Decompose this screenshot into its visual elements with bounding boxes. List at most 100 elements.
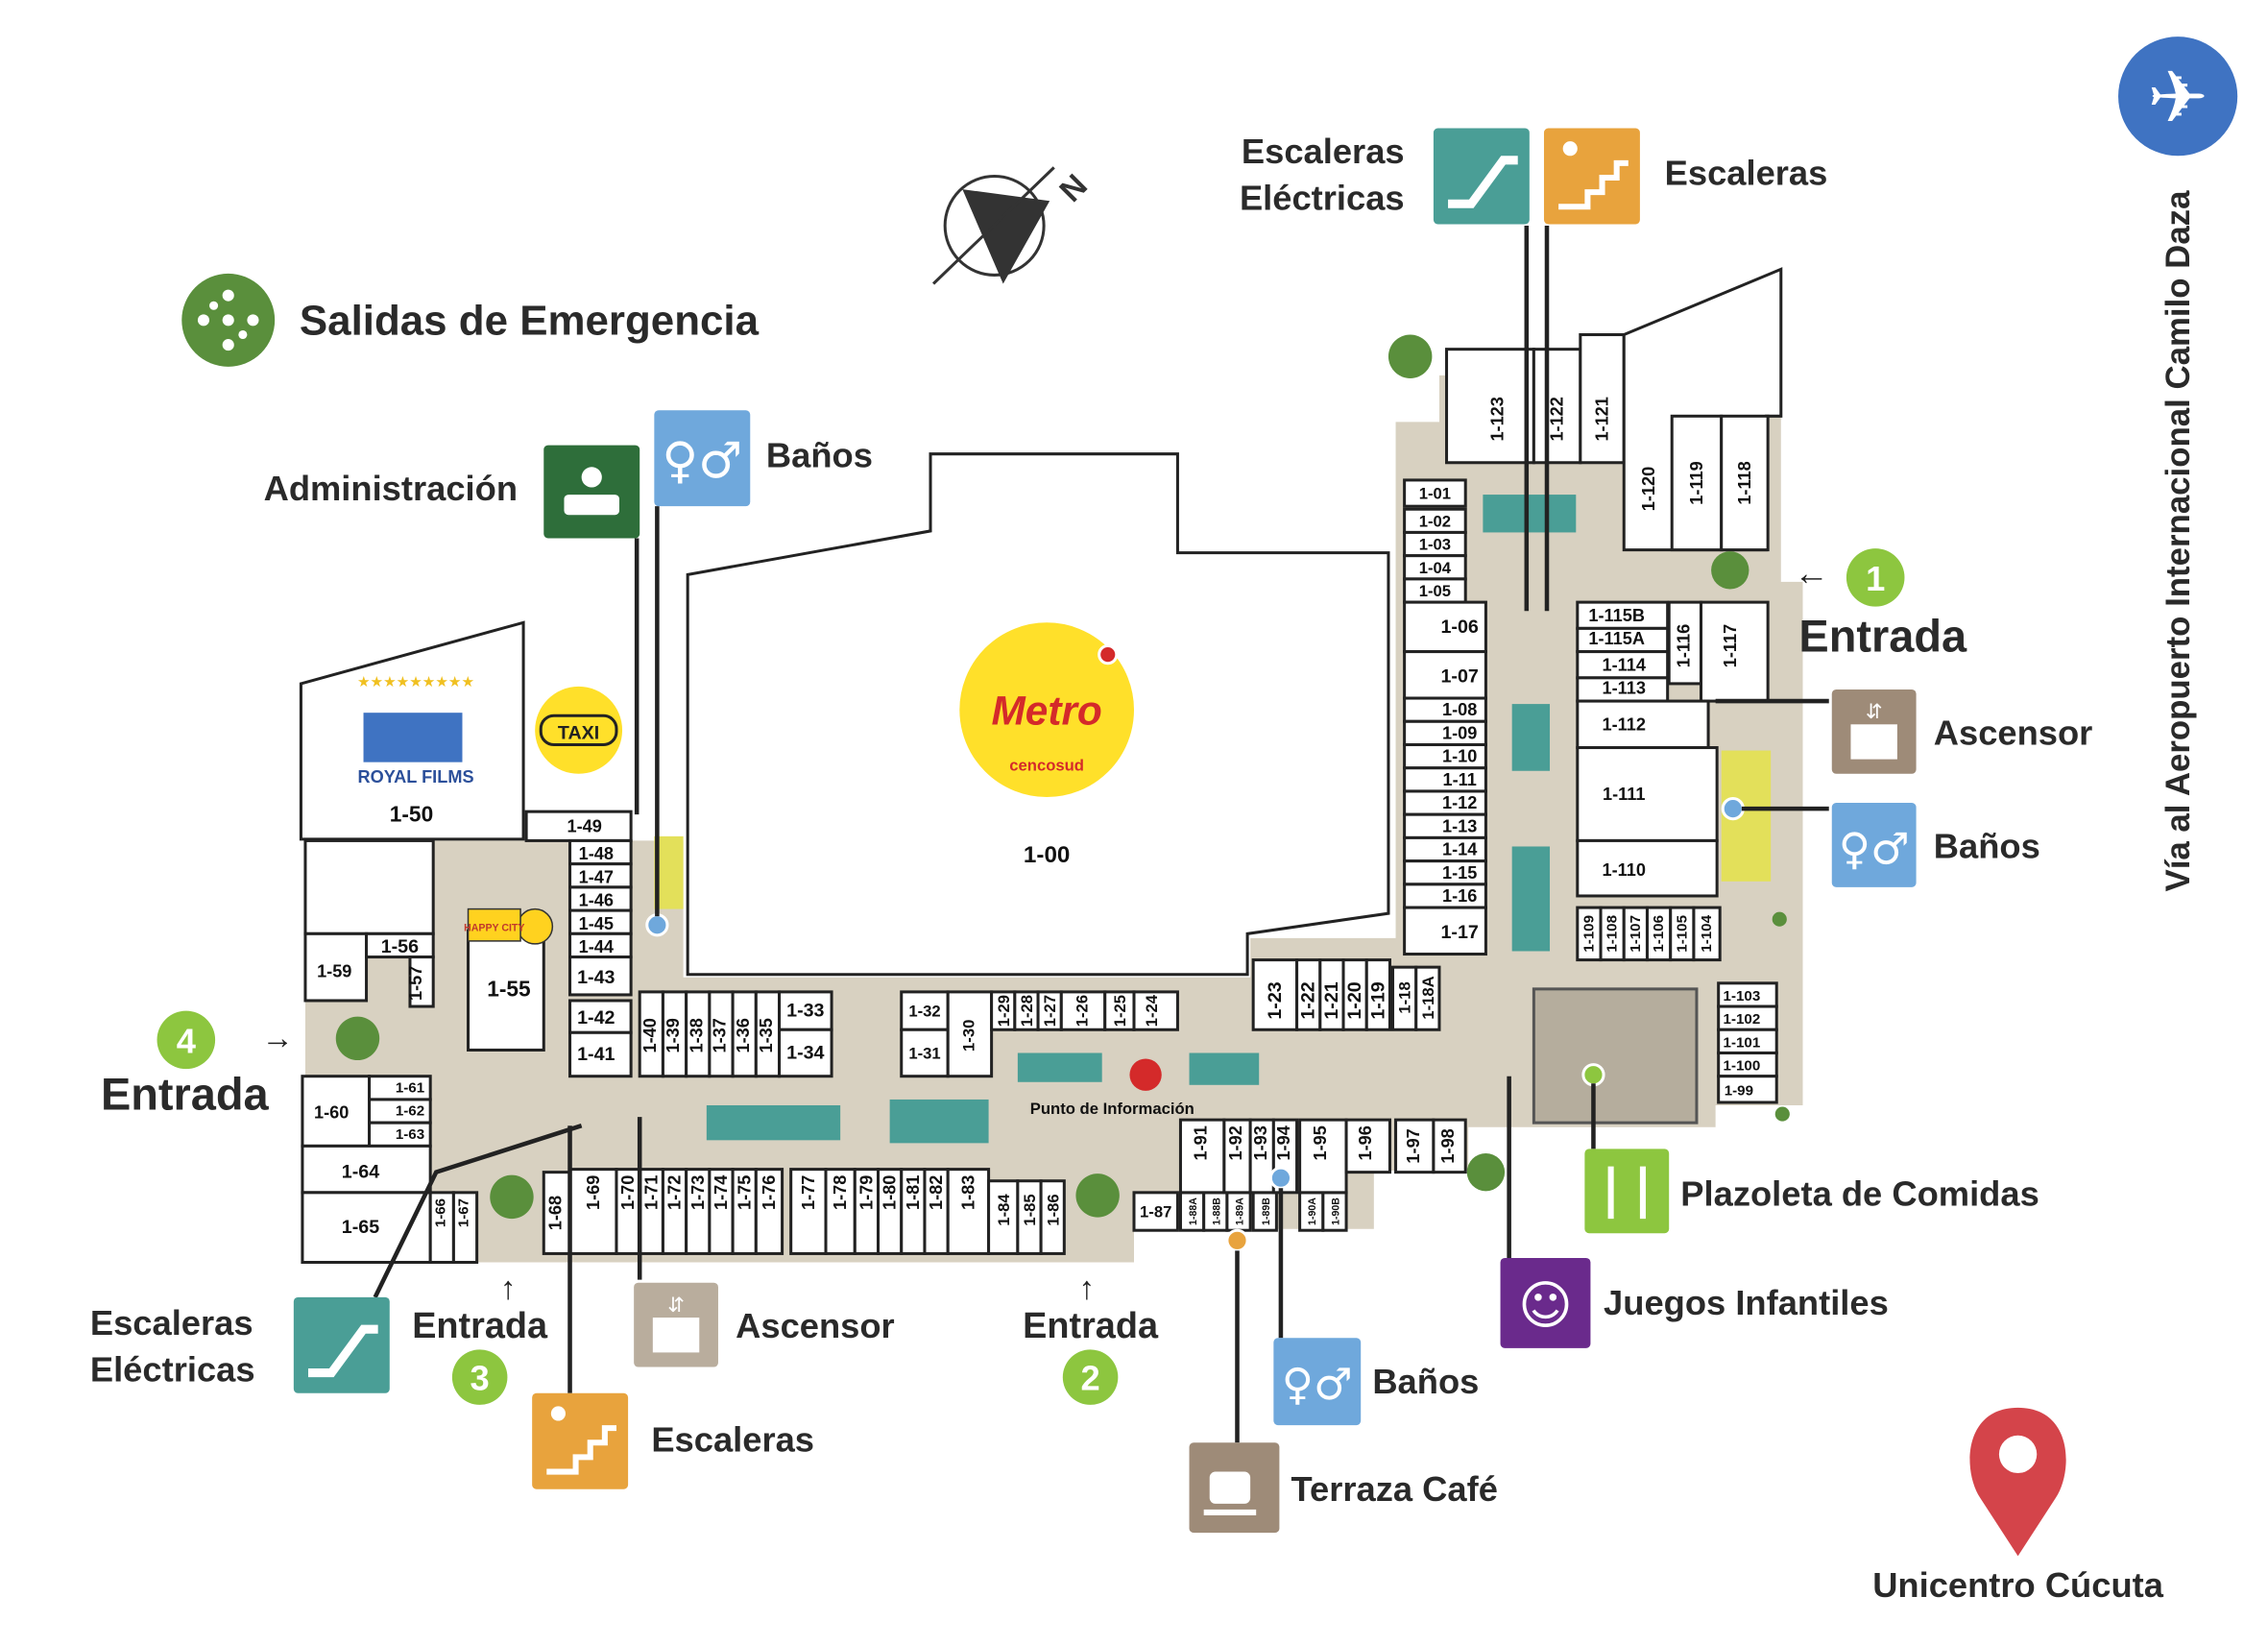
svg-text:✈: ✈	[2147, 55, 2208, 139]
unit-1-18: 1-18	[1396, 981, 1414, 1013]
legend-juegos-label: Juegos Infantiles	[1604, 1283, 1889, 1322]
unit-1-19: 1-19	[1367, 981, 1388, 1019]
svg-text:⇵: ⇵	[1866, 699, 1883, 723]
entrance-3[interactable]: ↑ Entrada 3	[412, 1270, 548, 1405]
unit-1-85: 1-85	[1021, 1194, 1039, 1225]
svg-text:↑: ↑	[500, 1270, 517, 1306]
unit-1-103: 1-103	[1724, 988, 1761, 1004]
restroom-marker	[1721, 797, 1745, 821]
unit-1-67: 1-67	[456, 1198, 472, 1227]
unit-1-98: 1-98	[1438, 1128, 1458, 1163]
unit-1-43: 1-43	[577, 967, 615, 988]
legend-escaleras-elec-top-2: Eléctricas	[1240, 178, 1405, 217]
unit-1-65: 1-65	[342, 1217, 379, 1238]
unit-1-74: 1-74	[712, 1175, 731, 1210]
unit-1-30: 1-30	[959, 1020, 977, 1052]
unit-1-06: 1-06	[1440, 617, 1478, 638]
emergency-exit-icon	[335, 1016, 380, 1061]
emergency-exit-icon	[1711, 551, 1749, 590]
escalator-icon	[1433, 128, 1530, 225]
food-court-icon	[1584, 1149, 1670, 1234]
unit-1-29: 1-29	[995, 995, 1013, 1027]
restroom-icon	[654, 410, 751, 507]
legend-ascensor-bottom: ⇵ Ascensor	[634, 1282, 895, 1367]
unit-1-56: 1-56	[381, 936, 419, 957]
unit-1-10: 1-10	[1442, 747, 1477, 766]
unit-1-72: 1-72	[665, 1175, 685, 1210]
unit-1-83: 1-83	[958, 1175, 977, 1210]
stairs-icon	[1543, 128, 1640, 225]
unit-1-16: 1-16	[1442, 886, 1477, 906]
unit-1-77: 1-77	[799, 1175, 818, 1210]
unit-1-108: 1-108	[1604, 915, 1621, 953]
legend-escaleras-elec-bottom: Escaleras Eléctricas	[90, 1296, 390, 1393]
entrance-2-number: 2	[1080, 1359, 1099, 1398]
svg-text:→: →	[262, 1021, 294, 1056]
legend-plazoleta: Plazoleta de Comidas	[1584, 1149, 2039, 1234]
leader-lines	[373, 225, 1829, 1443]
royal-films-cinema[interactable]: ★★★★★★★★★ ROYAL FILMS 1-50	[299, 620, 525, 841]
unit-1-33: 1-33	[786, 1001, 824, 1022]
emergency-exit-icon	[1772, 911, 1787, 927]
info-label: Punto de Información	[1030, 1100, 1194, 1118]
unit-1-90b: 1-90B	[1330, 1197, 1341, 1225]
svg-text:♀♂: ♀♂	[662, 432, 742, 490]
unit-1-41: 1-41	[577, 1044, 615, 1065]
unit-1-60: 1-60	[314, 1103, 349, 1123]
unit-1-112: 1-112	[1603, 714, 1646, 734]
unit-1-46: 1-46	[579, 891, 614, 910]
unit-1-121: 1-121	[1593, 397, 1612, 441]
emergency-exit-icon	[1774, 1106, 1790, 1122]
unit-1-27: 1-27	[1041, 995, 1059, 1027]
unit-1-21: 1-21	[1321, 981, 1342, 1019]
unit-1-116: 1-116	[1674, 624, 1693, 667]
unit-1-86: 1-86	[1044, 1194, 1062, 1225]
unit-1-89b: 1-89B	[1261, 1197, 1272, 1225]
unit-1-45: 1-45	[579, 914, 614, 933]
unit-1-104: 1-104	[1699, 914, 1715, 952]
unit-1-31: 1-31	[908, 1045, 940, 1063]
metro-anchor-store[interactable]: Metro cencosud 1-00	[686, 452, 1390, 977]
svg-text:♀♂: ♀♂	[1282, 1359, 1353, 1410]
legend-emergency-label: Salidas de Emergencia	[300, 298, 760, 345]
entrance-1-number: 1	[1866, 559, 1885, 598]
unit-1-02: 1-02	[1419, 512, 1451, 530]
unit-1-92: 1-92	[1226, 1125, 1245, 1160]
entrance-4[interactable]: 4 → Entrada	[101, 1010, 294, 1120]
taxi-label: TAXI	[558, 722, 599, 743]
unit-1-87: 1-87	[1140, 1203, 1171, 1222]
legend-admin-label: Administración	[264, 469, 518, 508]
unit-1-95: 1-95	[1311, 1125, 1330, 1160]
legend-admin: Administración	[264, 445, 640, 539]
legend-plazoleta-label: Plazoleta de Comidas	[1680, 1173, 2039, 1213]
legend-escaleras-bottom: Escaleras	[532, 1392, 814, 1489]
svg-text:⇵: ⇵	[667, 1293, 685, 1317]
unit-1-48: 1-48	[579, 844, 614, 863]
entrance-4-number: 4	[177, 1021, 197, 1060]
unit-1-42: 1-42	[577, 1007, 615, 1028]
unit-1-61: 1-61	[396, 1079, 424, 1096]
svg-text:★★★★★★★★★: ★★★★★★★★★	[357, 673, 474, 690]
mall-title: Unicentro Cúcuta	[1872, 1565, 2164, 1605]
unit-1-13: 1-13	[1442, 816, 1477, 835]
info-point[interactable]: Punto de Información	[1030, 1058, 1194, 1119]
unit-1-82: 1-82	[927, 1175, 946, 1210]
unit-1-111: 1-111	[1603, 785, 1645, 804]
entrance-2[interactable]: ↑ Entrada 2	[1023, 1270, 1159, 1405]
entrance-1[interactable]: ← 1 Entrada	[1794, 548, 1967, 662]
legend-emergency: Salidas de Emergencia	[181, 273, 760, 367]
emergency-exit-icon	[1387, 334, 1433, 378]
legend-escaleras-elec-top-1: Escaleras	[1242, 132, 1405, 171]
unit-1-115a: 1-115A	[1588, 629, 1645, 648]
entrance-2-label: Entrada	[1023, 1306, 1159, 1346]
unit-1-01: 1-01	[1419, 485, 1451, 503]
entrance-3-number: 3	[470, 1359, 490, 1398]
restroom-marker	[1268, 1166, 1293, 1190]
north-label: N	[1053, 168, 1095, 209]
unit-1-63: 1-63	[396, 1126, 424, 1143]
unit-1-14: 1-14	[1442, 840, 1477, 859]
unit-1-00: 1-00	[1024, 842, 1070, 868]
happy-city-label: HAPPY CITY	[464, 922, 524, 933]
unit-1-102: 1-102	[1724, 1011, 1761, 1028]
emergency-exit-markers	[335, 334, 1790, 1220]
